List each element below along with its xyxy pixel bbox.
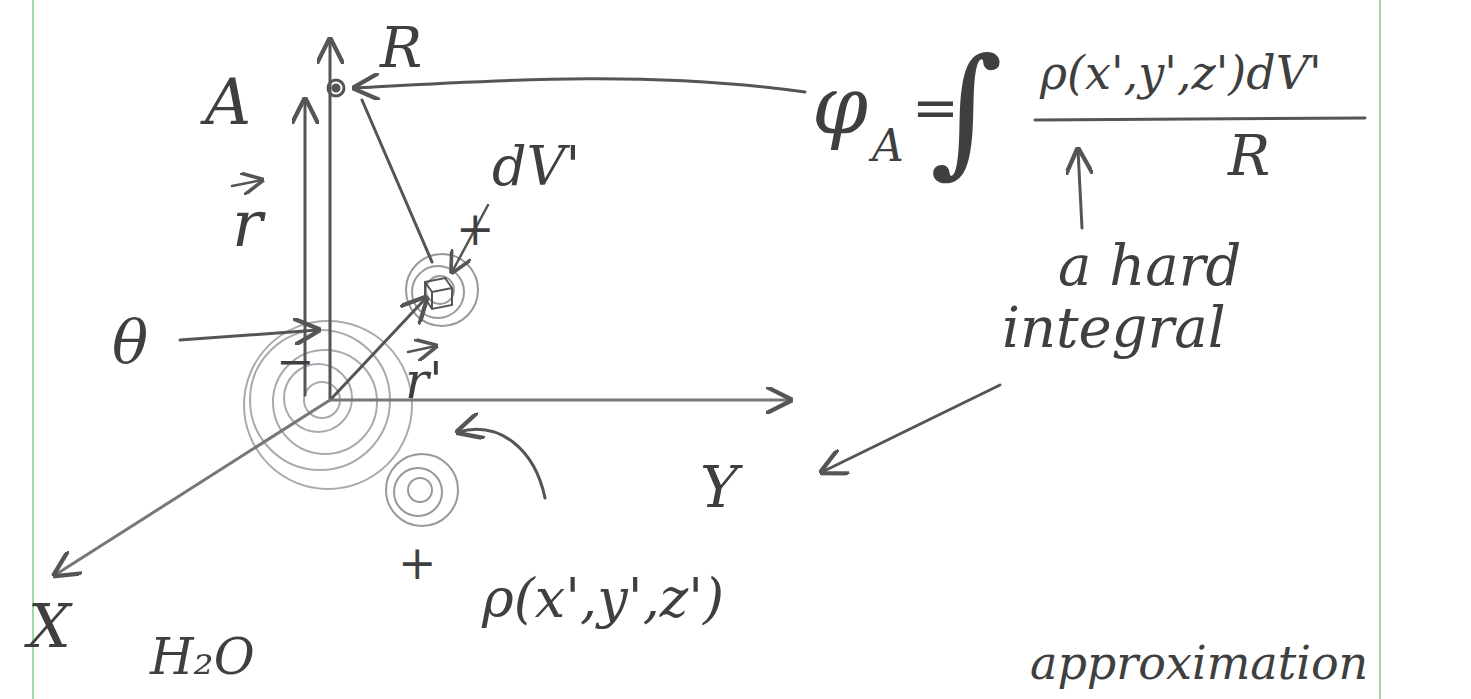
density-label: ρ(x',y',z'): [482, 572, 724, 626]
field-point: [328, 80, 344, 96]
hydrogen-cloud: [406, 254, 478, 326]
margin-line: [32, 0, 34, 699]
note-text: integral: [1002, 300, 1226, 356]
volume-label: dV': [492, 140, 580, 194]
vector-label: r': [405, 356, 443, 406]
charge-sign: −: [276, 338, 315, 384]
charge-sign: +: [398, 540, 437, 586]
note-pointer: [1078, 150, 1082, 228]
oxygen-cloud: [244, 321, 412, 489]
vector-mark: [232, 180, 262, 186]
distance-label: R: [380, 20, 422, 76]
margin-line: [1379, 0, 1381, 699]
formula-pointer: [355, 79, 805, 92]
distance-line: [362, 100, 432, 262]
formula-subscript: A: [872, 124, 904, 168]
note-pointer: [822, 385, 1000, 472]
formula-numerator: ρ(x',y',z')dV': [1040, 50, 1322, 96]
charge-sign: +: [456, 206, 495, 252]
formula-symbol: ∫: [930, 40, 1003, 180]
vector-mark: [408, 346, 436, 352]
x-axis: [55, 400, 330, 575]
angle-label: θ: [112, 312, 148, 372]
volume-element: [425, 278, 452, 309]
y-axis: [330, 399, 790, 402]
hydrogen-cloud: [386, 454, 458, 526]
vector-label: r: [232, 192, 263, 256]
axis-label: Y: [700, 458, 738, 516]
point-label: A: [205, 70, 251, 134]
field-point: [333, 85, 339, 91]
fraction-bar: [1035, 118, 1365, 120]
density-pointer: [458, 429, 545, 498]
note-text: a hard: [1058, 238, 1241, 294]
formula-denominator: R: [1228, 128, 1270, 184]
formula-symbol: φ: [812, 66, 868, 146]
axis-label: X: [28, 596, 71, 656]
molecule-label: H₂O: [150, 632, 255, 682]
note-text: approximation: [1030, 640, 1368, 686]
